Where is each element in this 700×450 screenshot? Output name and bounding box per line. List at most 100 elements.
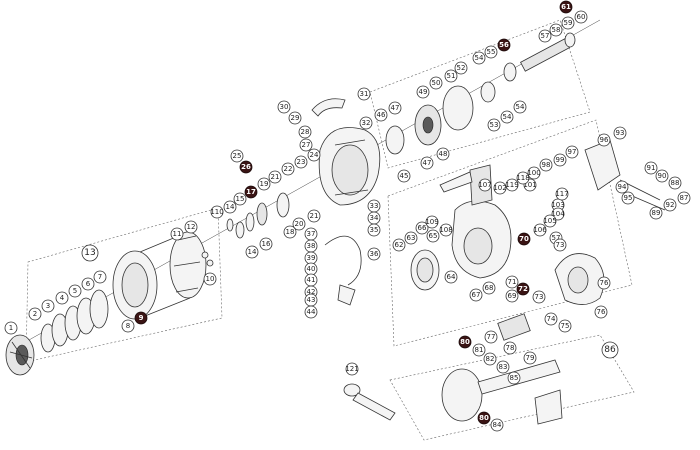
svg-text:42: 42 bbox=[307, 288, 316, 296]
drag-washers-part bbox=[40, 289, 109, 353]
svg-text:47: 47 bbox=[423, 159, 432, 167]
callout-87: 87 bbox=[677, 191, 691, 205]
callout-76b: 76 bbox=[594, 305, 608, 319]
callout-94: 94 bbox=[615, 180, 629, 194]
svg-text:87: 87 bbox=[680, 194, 689, 202]
callout-61: 61 bbox=[559, 0, 573, 14]
svg-text:29: 29 bbox=[291, 114, 300, 122]
callout-7: 7 bbox=[93, 270, 107, 284]
svg-text:80: 80 bbox=[460, 338, 470, 346]
callout-106: 106 bbox=[533, 223, 547, 237]
callout-28: 28 bbox=[298, 125, 312, 139]
callout-77: 77 bbox=[484, 330, 498, 344]
svg-text:106: 106 bbox=[533, 226, 547, 234]
callout-30: 30 bbox=[277, 100, 291, 114]
svg-text:104: 104 bbox=[551, 210, 565, 218]
callout-47a: 47 bbox=[388, 101, 402, 115]
callout-84: 84 bbox=[490, 418, 504, 432]
svg-text:81: 81 bbox=[475, 346, 484, 354]
callout-50: 50 bbox=[429, 76, 443, 90]
callout-118: 118 bbox=[516, 171, 530, 185]
svg-text:11: 11 bbox=[173, 230, 182, 238]
callout-55: 55 bbox=[484, 45, 498, 59]
svg-text:52: 52 bbox=[457, 64, 466, 72]
svg-text:91: 91 bbox=[647, 164, 656, 172]
svg-text:13: 13 bbox=[84, 248, 95, 258]
svg-text:117: 117 bbox=[555, 190, 568, 198]
svg-text:71: 71 bbox=[508, 278, 517, 286]
callout-99: 99 bbox=[553, 153, 567, 167]
callout-76a: 76 bbox=[597, 276, 611, 290]
svg-text:95: 95 bbox=[624, 194, 633, 202]
svg-text:50: 50 bbox=[432, 79, 441, 87]
svg-text:73: 73 bbox=[556, 241, 565, 249]
callout-108: 108 bbox=[439, 223, 453, 237]
callout-102: 102 bbox=[493, 181, 507, 195]
svg-text:101: 101 bbox=[523, 181, 536, 189]
svg-text:48: 48 bbox=[439, 150, 448, 158]
callout-32: 32 bbox=[359, 116, 373, 130]
svg-text:21: 21 bbox=[310, 212, 319, 220]
callout-14b: 14 bbox=[245, 245, 259, 259]
svg-text:9: 9 bbox=[139, 314, 144, 322]
svg-text:57: 57 bbox=[541, 32, 550, 40]
svg-text:1: 1 bbox=[9, 324, 13, 332]
callout-73a: 73 bbox=[553, 238, 567, 252]
callout-69: 69 bbox=[505, 289, 519, 303]
callout-57: 57 bbox=[538, 29, 552, 43]
svg-text:5: 5 bbox=[73, 287, 77, 295]
svg-text:98: 98 bbox=[542, 161, 551, 169]
callout-36: 36 bbox=[367, 247, 381, 261]
bearing-assembly-part bbox=[385, 81, 496, 155]
callout-72: 72 bbox=[516, 282, 530, 296]
svg-text:54: 54 bbox=[475, 54, 484, 62]
svg-text:38: 38 bbox=[307, 242, 316, 250]
callout-119: 119 bbox=[505, 178, 519, 192]
callout-25: 25 bbox=[230, 149, 244, 163]
svg-text:33: 33 bbox=[370, 202, 379, 210]
callout-53: 53 bbox=[487, 118, 501, 132]
svg-text:73: 73 bbox=[535, 293, 544, 301]
svg-text:84: 84 bbox=[493, 421, 502, 429]
callout-82: 82 bbox=[483, 352, 497, 366]
pinion-gear-part bbox=[503, 32, 576, 82]
svg-text:55: 55 bbox=[487, 48, 496, 56]
svg-text:25: 25 bbox=[233, 152, 242, 160]
svg-text:83: 83 bbox=[499, 363, 508, 371]
callout-100: 100 bbox=[527, 166, 541, 180]
svg-text:85: 85 bbox=[510, 374, 519, 382]
reel-body-part bbox=[439, 164, 512, 279]
svg-text:118: 118 bbox=[516, 174, 529, 182]
parts bbox=[5, 32, 666, 425]
svg-text:36: 36 bbox=[370, 250, 379, 258]
svg-text:69: 69 bbox=[508, 292, 517, 300]
svg-text:30: 30 bbox=[280, 103, 289, 111]
callout-47b: 47 bbox=[420, 156, 434, 170]
spool-small-parts bbox=[201, 192, 290, 267]
svg-text:76: 76 bbox=[600, 279, 609, 287]
svg-text:108: 108 bbox=[439, 226, 452, 234]
svg-text:88: 88 bbox=[671, 179, 680, 187]
callout-80b: 80 bbox=[477, 411, 491, 425]
svg-text:68: 68 bbox=[485, 284, 494, 292]
svg-text:27: 27 bbox=[302, 141, 311, 149]
svg-text:89: 89 bbox=[652, 209, 661, 217]
svg-text:10: 10 bbox=[206, 275, 215, 283]
callout-2: 2 bbox=[28, 307, 42, 321]
svg-text:74: 74 bbox=[547, 315, 556, 323]
callout-49: 49 bbox=[416, 85, 430, 99]
svg-text:109: 109 bbox=[425, 218, 438, 226]
callout-34: 34 bbox=[367, 211, 381, 225]
side-cover-part bbox=[554, 253, 605, 305]
svg-text:70: 70 bbox=[519, 235, 529, 243]
svg-text:93: 93 bbox=[616, 129, 625, 137]
svg-text:51: 51 bbox=[447, 72, 456, 80]
callout-73b: 73 bbox=[532, 290, 546, 304]
svg-text:45: 45 bbox=[400, 172, 409, 180]
svg-text:43: 43 bbox=[307, 296, 316, 304]
svg-text:72: 72 bbox=[518, 285, 528, 293]
svg-text:26: 26 bbox=[241, 163, 251, 171]
svg-text:4: 4 bbox=[60, 294, 65, 302]
callout-78: 78 bbox=[503, 341, 517, 355]
